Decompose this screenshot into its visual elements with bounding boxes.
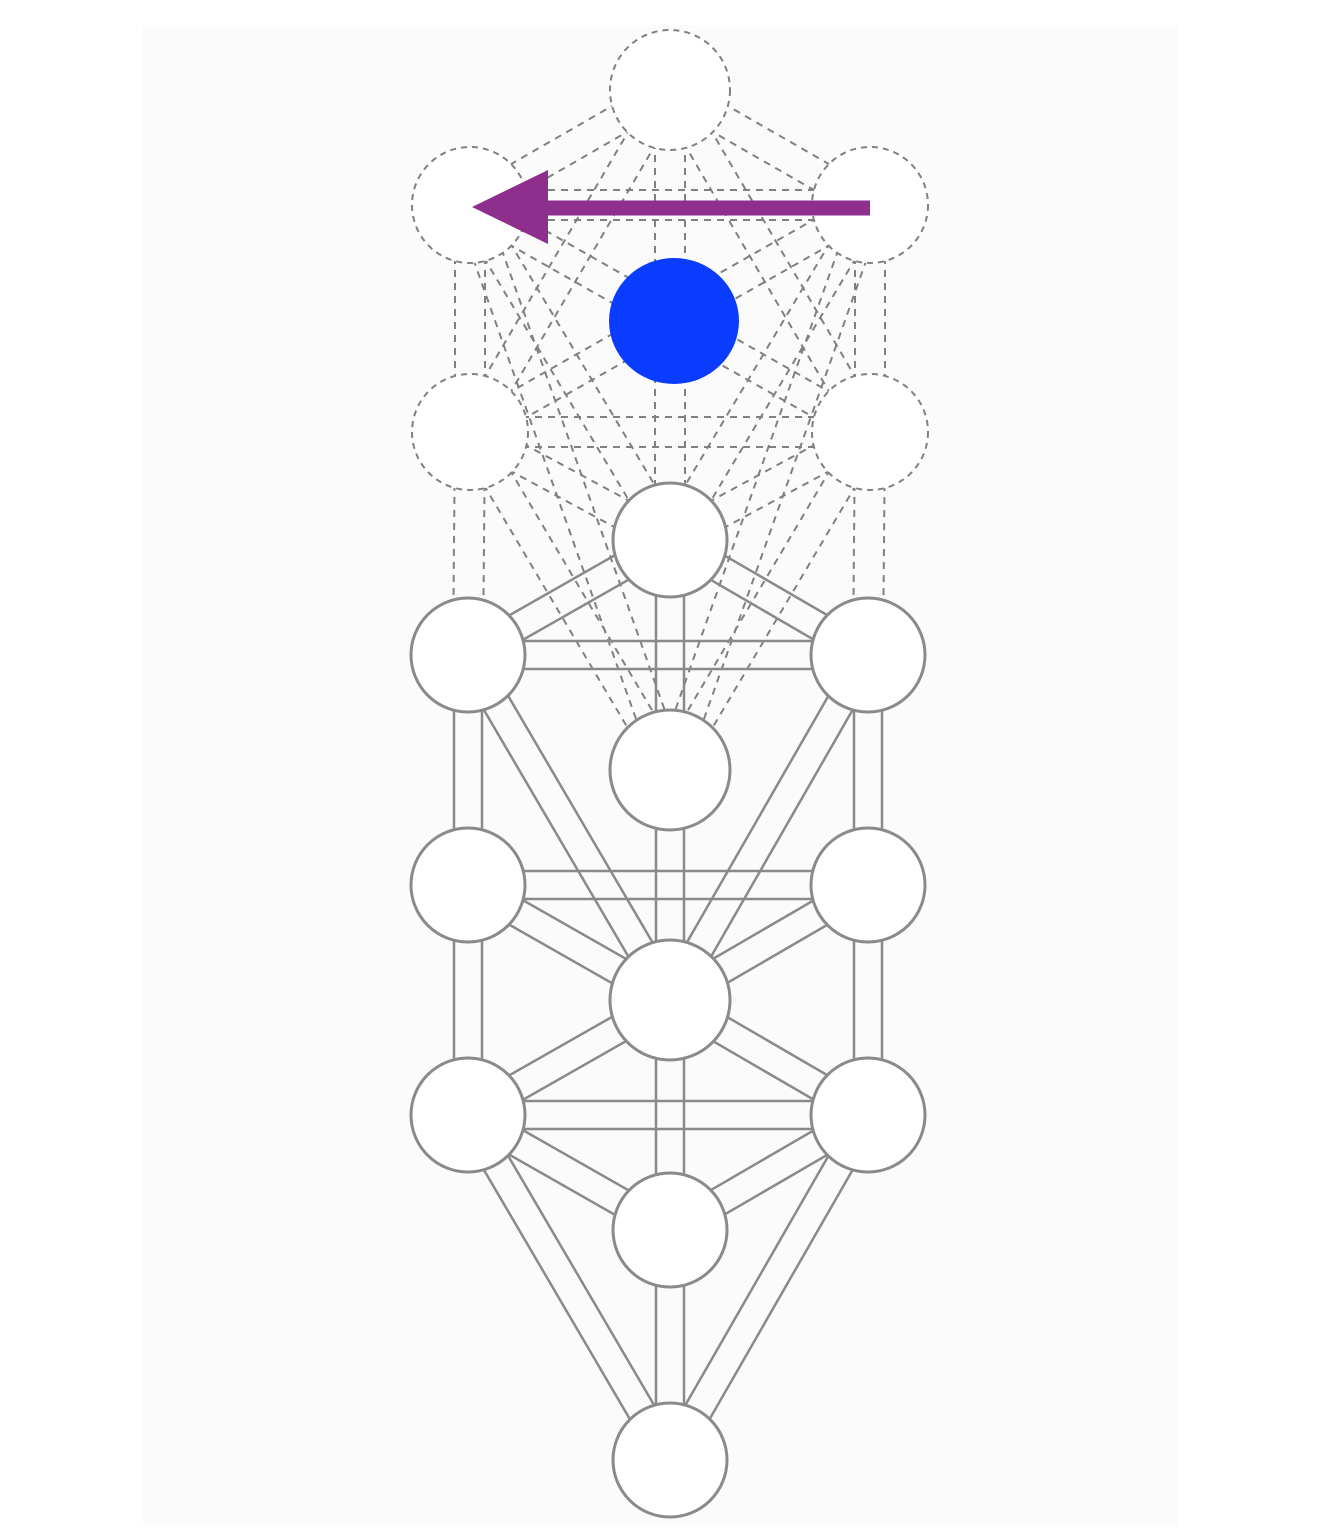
- path-right-1-to-center-middle-rail-b: [656, 647, 857, 994]
- node-mid-left-dashed: [411, 373, 529, 491]
- path-upper-right-to-center-upper-rail-a: [683, 209, 886, 776]
- path-upper-right-to-apex-rail-a: [682, 212, 884, 549]
- path-upper-right-to-mid-left-dashed: [462, 191, 878, 446]
- path-upper-left-to-mid-right-dashed-rail-b: [462, 217, 864, 446]
- path-mid-left-dashed-to-center-upper: [456, 423, 684, 779]
- path-left-3-to-base-rail-a: [479, 1107, 684, 1454]
- node-right-2: [809, 826, 927, 944]
- node-right-3: [809, 1056, 927, 1174]
- path-upper-left-to-apex: [456, 196, 684, 549]
- node-top-crown: [609, 29, 731, 151]
- path-upper-right-to-mid-left-dashed-rail-a: [476, 217, 878, 446]
- solid-nodes: [409, 481, 927, 1519]
- path-right-3-to-base-rail-b: [656, 1107, 857, 1454]
- path-upper-right-to-apex: [656, 196, 884, 549]
- node-mid-right-dashed: [811, 373, 929, 491]
- path-mid-left-dashed-to-center-upper-rail-a: [482, 423, 684, 763]
- path-upper-right-to-center-upper: [654, 199, 886, 776]
- path-left-3-to-right-3: [468, 1099, 868, 1131]
- path-upper-left-to-apex-rail-a: [482, 196, 684, 533]
- path-mid-right-dashed-to-center-upper-rail-a: [682, 439, 884, 779]
- node-center-lower: [611, 1171, 729, 1289]
- path-upper-left-to-mid-right-dashed-rail-a: [476, 191, 878, 420]
- path-left-1-to-right-1: [468, 639, 868, 671]
- node-left-2: [409, 826, 527, 944]
- marker-dot: [609, 258, 739, 384]
- path-upper-left-to-center-upper: [454, 199, 686, 776]
- node-left-3: [409, 1056, 527, 1174]
- path-upper-left-to-apex-rail-b: [456, 212, 658, 549]
- node-left-1: [409, 596, 527, 714]
- node-apex: [611, 481, 729, 599]
- path-upper-left-to-mid-right-dashed: [462, 191, 878, 446]
- path-left-3-to-base-rail-b: [454, 1121, 659, 1468]
- dashed-paths: [452, 76, 886, 779]
- path-right-3-to-base-rail-a: [681, 1121, 882, 1468]
- path-upper-right-to-apex-rail-b: [656, 196, 858, 533]
- path-left-1-to-center-middle-rail-b: [454, 661, 659, 1008]
- path-top-crown-to-mid-right-dashed-rail-a: [682, 81, 884, 425]
- path-left-2-to-right-2: [468, 869, 868, 901]
- node-right-1: [809, 596, 927, 714]
- path-upper-left-to-center-upper-rail-b: [454, 209, 657, 776]
- node-center-middle: [608, 938, 732, 1062]
- path-right-1-to-center-middle: [656, 647, 882, 1008]
- path-right-3-to-base: [656, 1107, 882, 1468]
- path-top-crown-to-mid-left-dashed-rail-b: [456, 81, 658, 425]
- node-base: [611, 1401, 729, 1519]
- direction-arrow: [472, 170, 870, 244]
- path-upper-right-to-center-upper-rail-b: [654, 199, 857, 766]
- arrow-head: [472, 170, 548, 244]
- path-upper-left-to-center-upper-rail-a: [483, 199, 686, 766]
- path-left-1-to-center-middle: [454, 647, 684, 1008]
- path-mid-right-dashed-to-center-upper-rail-b: [656, 423, 858, 763]
- path-upper-right-to-mid-left-dashed-rail-b: [462, 191, 864, 420]
- path-mid-left-dashed-to-center-upper-rail-b: [456, 439, 658, 779]
- path-mid-right-dashed-to-center-upper: [656, 423, 884, 779]
- overlay-marks: [472, 170, 870, 384]
- node-center-upper: [608, 708, 732, 832]
- path-left-3-to-base: [454, 1107, 684, 1468]
- path-mid-left-dashed-to-mid-right-dashed: [470, 416, 870, 448]
- path-right-1-to-center-middle-rail-a: [681, 661, 882, 1008]
- path-left-1-to-center-middle-rail-a: [479, 647, 684, 994]
